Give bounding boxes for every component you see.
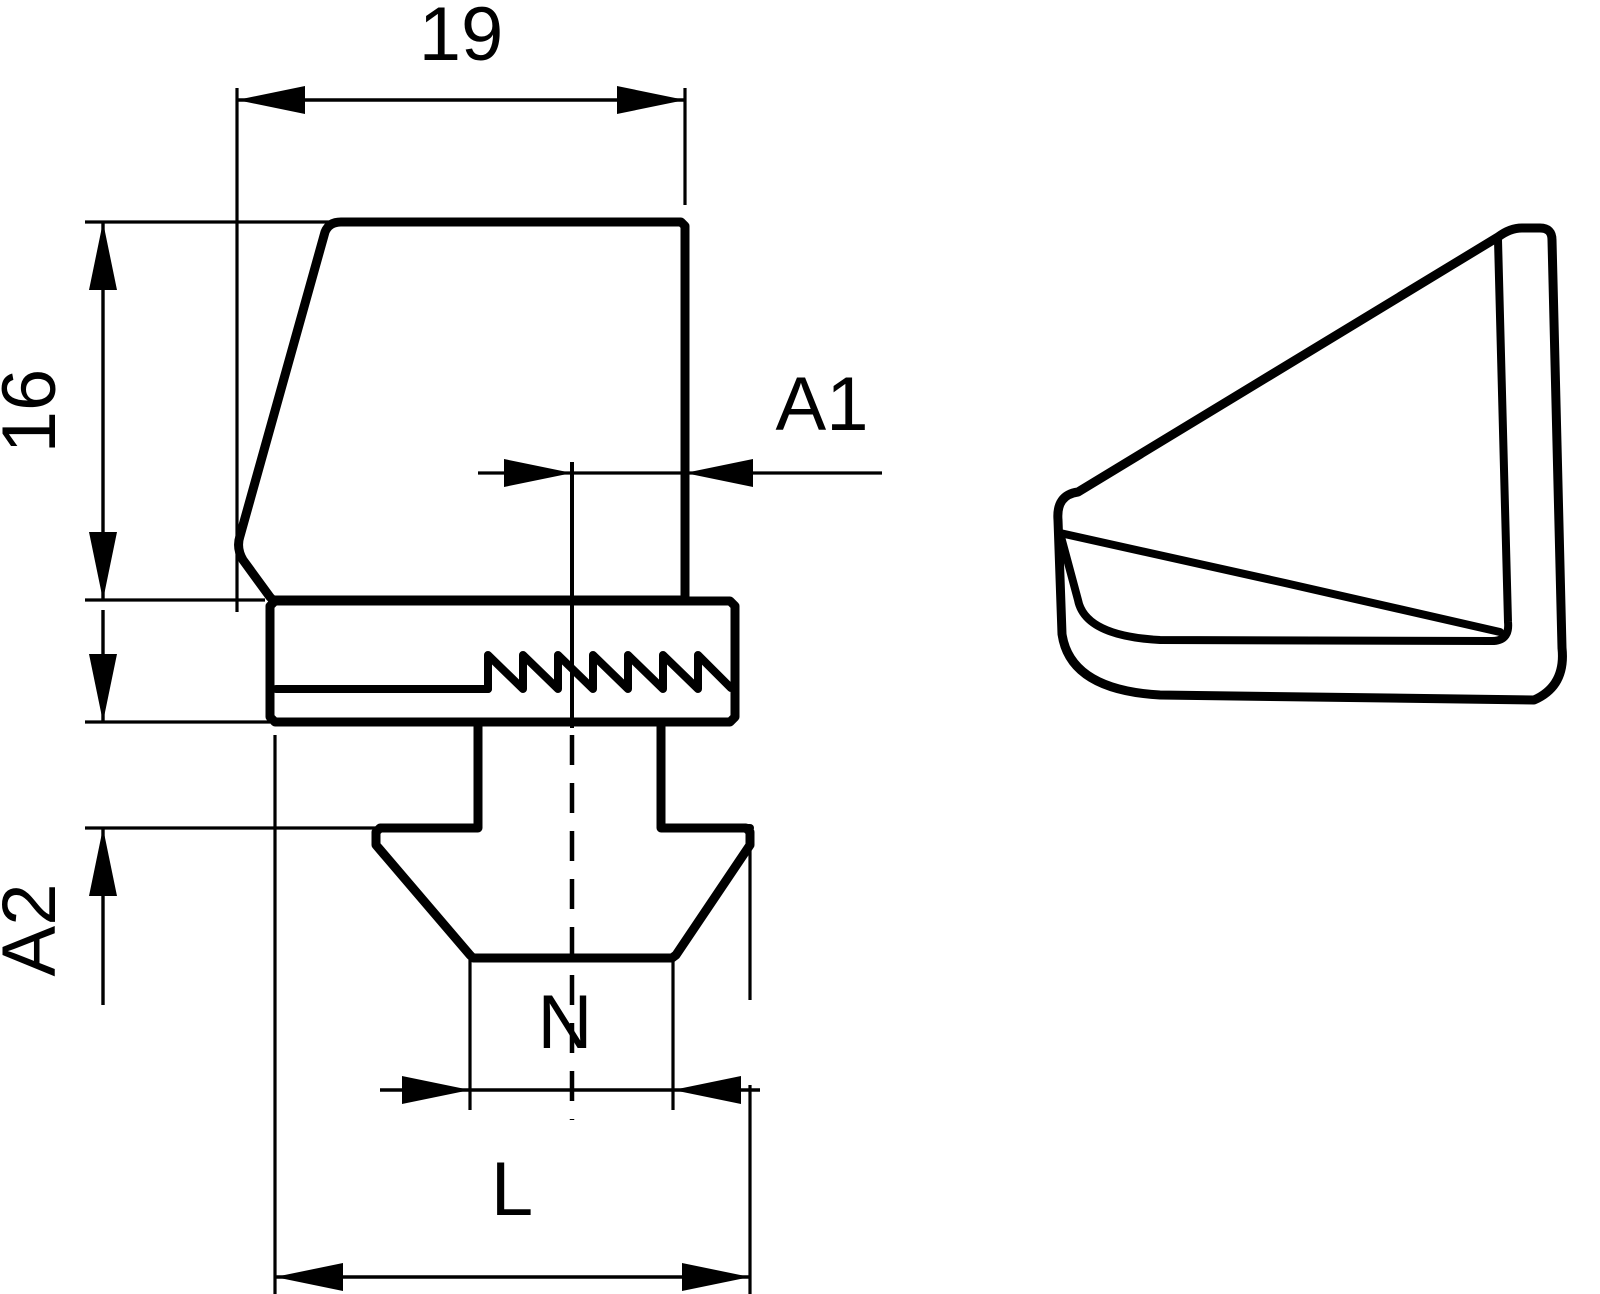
arrow-19-right xyxy=(617,86,685,114)
dim-label-19: 19 xyxy=(419,0,504,77)
dim-label-a2: A2 xyxy=(0,884,72,977)
clamp-arm-inner-seam xyxy=(1056,236,1513,646)
arrow-a2-lower-up xyxy=(89,828,117,896)
dimension-l: L xyxy=(275,1147,750,1291)
clamp-arm-taper-crease xyxy=(1056,529,1504,636)
flange-outline xyxy=(265,596,740,727)
arrow-a1-right xyxy=(685,459,753,487)
front-view-stud xyxy=(371,718,755,963)
dim-label-16: 16 xyxy=(0,369,72,454)
arrow-16-bottom xyxy=(89,532,117,600)
arrow-l-left xyxy=(275,1263,343,1291)
front-view-head xyxy=(234,217,690,605)
arrow-19-left xyxy=(237,86,305,114)
arrow-a1-left xyxy=(504,459,572,487)
dimension-19: 19 xyxy=(237,0,685,114)
flange-serration xyxy=(484,651,735,693)
side-view-clamp-arm xyxy=(1053,223,1567,705)
dimension-a2: A2 xyxy=(0,610,117,1005)
stud-and-foot-outline xyxy=(371,718,755,963)
dim-label-a1: A1 xyxy=(776,362,869,447)
arrow-n-right xyxy=(673,1076,741,1104)
front-view-flange xyxy=(265,596,740,727)
dimension-n: N xyxy=(380,980,760,1104)
dim-label-l: L xyxy=(491,1147,533,1232)
arrow-16-top xyxy=(89,222,117,290)
head-outline xyxy=(234,217,690,605)
dimension-16: 16 xyxy=(0,222,117,600)
arrow-n-left xyxy=(402,1076,470,1104)
arrow-l-right xyxy=(682,1263,750,1291)
dim-label-n: N xyxy=(538,980,593,1065)
dimension-a1: A1 xyxy=(504,362,868,487)
arrow-a2-upper-down xyxy=(89,654,117,722)
